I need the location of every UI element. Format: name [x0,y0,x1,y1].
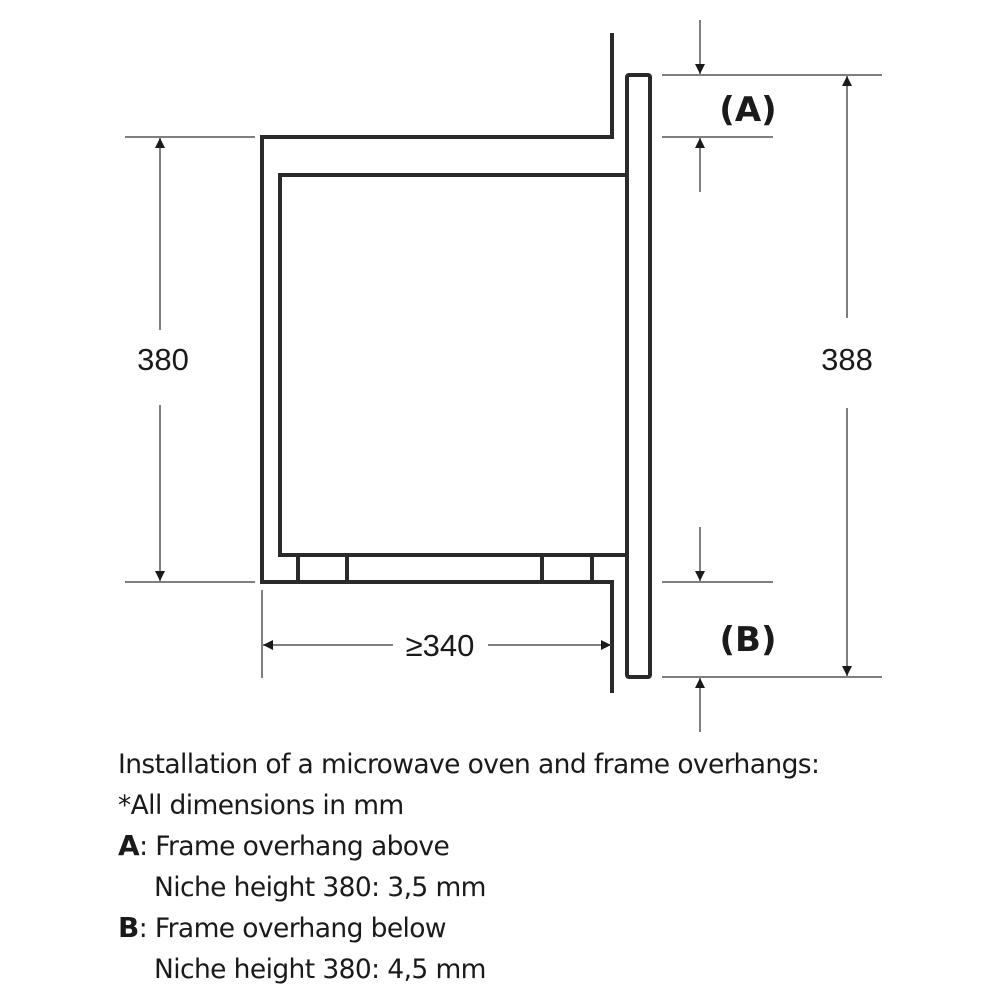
dimension-overhang-below [662,527,773,732]
caption-note: *All dimensions in mm [118,789,404,821]
caption-detail-b: Niche height 380: 4,5 mm [154,953,487,985]
installation-diagram: 380 388 (A) (B) ≥340 [125,20,882,732]
overhang-below-label: (B) [720,620,777,660]
niche-depth-value: ≥340 [406,628,475,663]
overhang-above-label: (A) [719,90,776,130]
dimension-niche-height [125,136,255,583]
dimension-niche-depth [261,590,611,678]
oven-body [278,173,627,557]
oven-feet [296,555,594,582]
caption-label-a: Frame overhang above [147,831,450,862]
caption-key-b: B [118,911,139,944]
frame-height-value: 388 [821,342,873,377]
caption-key-a: A [118,829,140,862]
caption: Installation of a microwave oven and fra… [118,745,820,990]
caption-label-b: Frame overhang below [147,913,447,944]
dimension-frame-height [662,74,882,678]
niche-outline [260,33,614,693]
caption-title: Installation of a microwave oven and fra… [118,749,820,780]
dimension-overhang-above [662,20,773,192]
caption-item-a: A: Frame overhang above [118,829,450,862]
caption-detail-a: Niche height 380: 3,5 mm [154,871,487,903]
oven-front-frame [625,73,652,679]
niche-height-value: 380 [137,342,189,377]
caption-item-b: B: Frame overhang below [118,911,447,944]
